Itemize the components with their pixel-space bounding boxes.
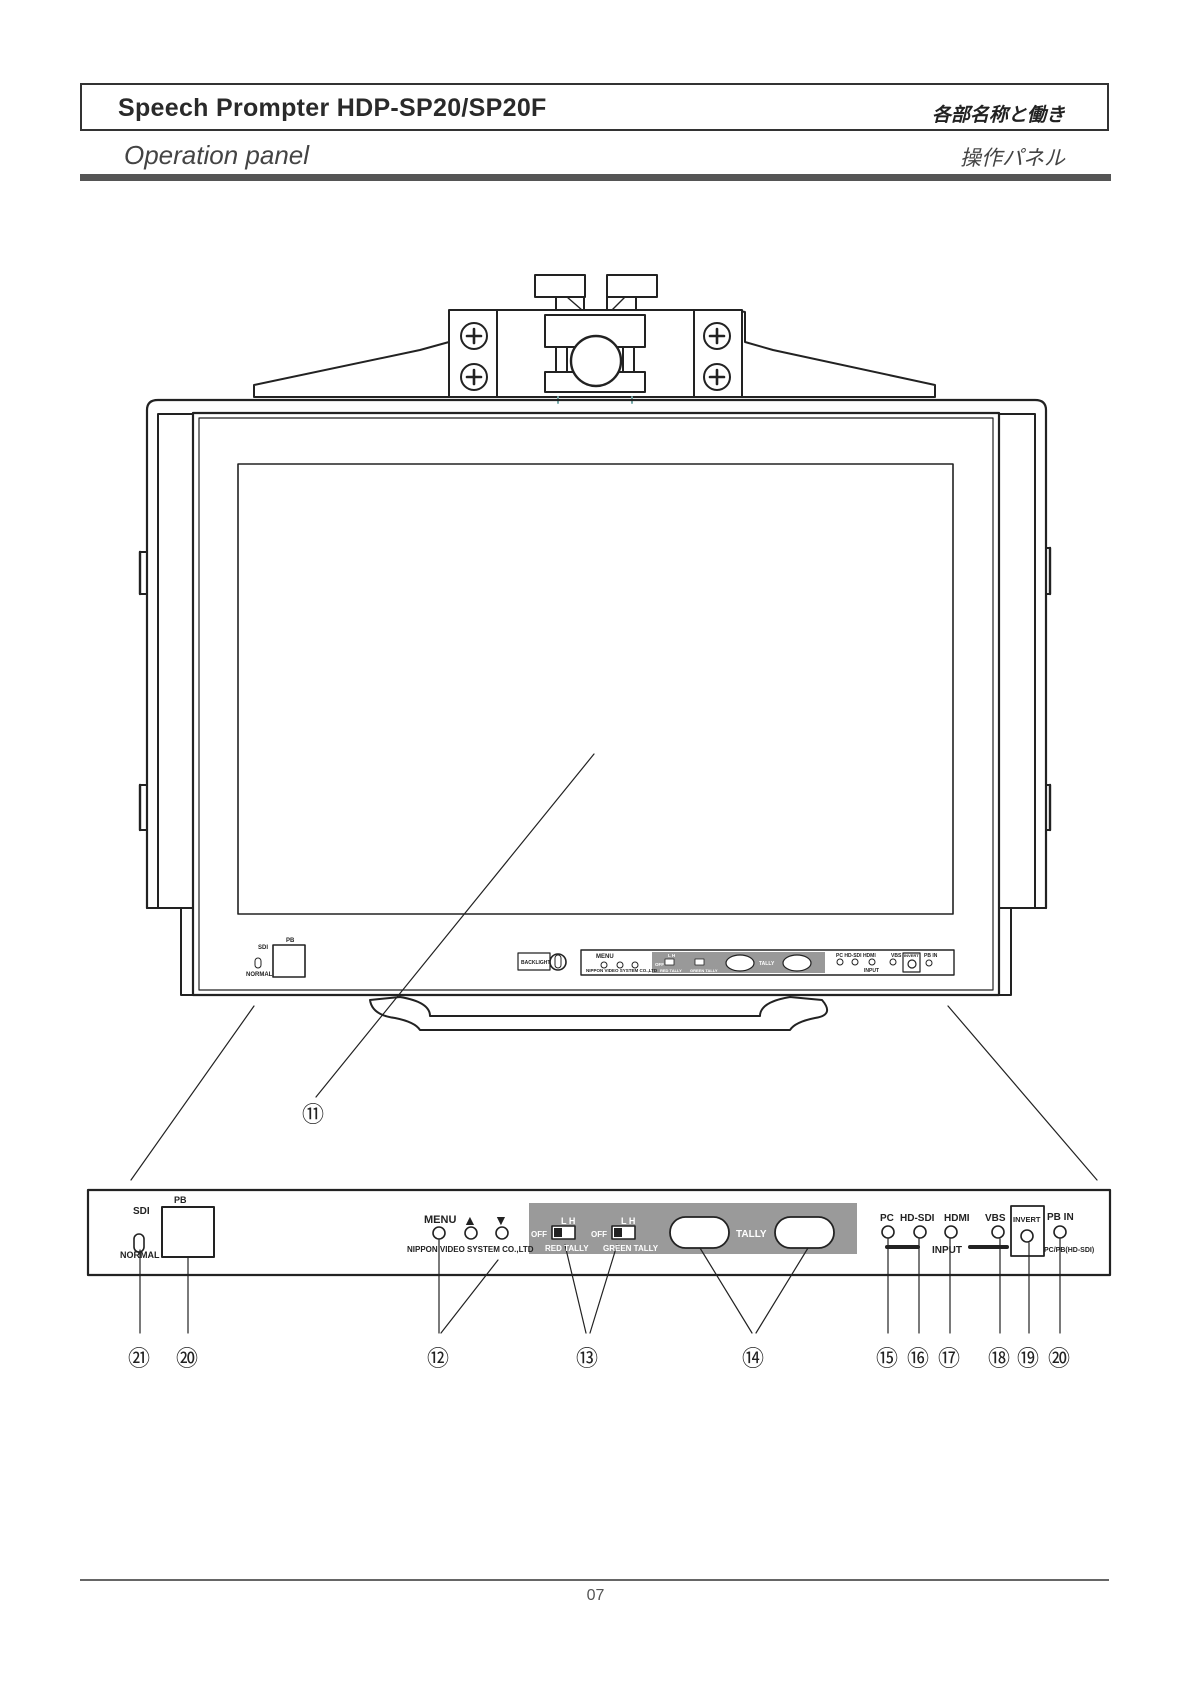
- up-arrow-icon: ▲: [463, 1212, 477, 1228]
- vbs-button: [991, 1225, 1005, 1239]
- monitor-stand: [369, 996, 829, 1031]
- panel-hdsdi-label: HD-SDI: [900, 1213, 935, 1224]
- document-title: Speech Prompter HDP-SP20/SP20F: [118, 94, 547, 122]
- small-green-tally-label: GREEN TALLY: [690, 968, 718, 973]
- panel-input-label: INPUT: [932, 1245, 962, 1256]
- small-red-tally-label: RED TALLY: [660, 968, 682, 973]
- callout-15: ⑮: [876, 1346, 898, 1371]
- footer-rule: [80, 1579, 1109, 1581]
- callout-11: ⑪: [302, 1102, 324, 1127]
- panel-off-red: OFF: [531, 1230, 547, 1239]
- small-lh-label: L H: [668, 953, 675, 958]
- panel-off-green: OFF: [591, 1230, 607, 1239]
- panel-pb-in-sub-label: PC/PB(HD-SDI): [1044, 1247, 1094, 1254]
- tally-lamp-left: [669, 1216, 730, 1249]
- pc-button: [881, 1225, 895, 1239]
- down-arrow-icon: ▼: [494, 1212, 508, 1228]
- small-vbs-label: VBS: [891, 953, 902, 959]
- tally-lamp-right: [774, 1216, 835, 1249]
- down-button: [495, 1226, 509, 1240]
- panel-tally-label: TALLY: [736, 1229, 767, 1240]
- header-rule: [80, 174, 1111, 181]
- hdmi-button: [944, 1225, 958, 1239]
- sdi-normal-switch: [133, 1233, 145, 1253]
- small-normal-label: NORMAL: [246, 972, 273, 978]
- small-maker-label: NIPPON VIDEO SYSTEM CO.,LTD: [586, 968, 658, 973]
- monitor-control-strip: [254, 944, 955, 978]
- header-box: [80, 83, 1109, 131]
- callout-16: ⑯: [907, 1346, 929, 1371]
- panel-green-tally-label: GREEN TALLY: [603, 1244, 659, 1253]
- menu-button: [432, 1226, 446, 1240]
- small-pb-in-label: PB IN: [924, 953, 938, 959]
- page-number: 07: [586, 1587, 605, 1604]
- small-backlight-label: BACKLIGHT: [521, 960, 550, 966]
- panel-normal-label: NORMAL: [120, 1250, 160, 1260]
- callout-leaders: [139, 1238, 1061, 1334]
- callout-20b: ⑳: [1048, 1346, 1070, 1371]
- section-title-jp: 各部名称と働き: [931, 105, 1065, 126]
- callout-18: ⑱: [988, 1346, 1010, 1371]
- small-inputs-label: PC HD-SDI HDMI: [836, 953, 876, 959]
- up-button: [464, 1226, 478, 1240]
- callout-14: ⑭: [742, 1346, 764, 1371]
- invert-box: [1010, 1205, 1045, 1257]
- panel-vbs-label: VBS: [985, 1213, 1006, 1224]
- small-tally-label: TALLY: [759, 961, 775, 967]
- subtitle: Operation panel: [124, 140, 310, 170]
- panel-sdi-label: SDI: [133, 1206, 150, 1217]
- small-invert-label: INVERT: [904, 953, 919, 958]
- monitor-body: [180, 411, 1012, 997]
- panel-lh-red: L H: [561, 1216, 575, 1226]
- small-menu-label: MENU: [596, 954, 614, 960]
- callout-21: ㉑: [128, 1346, 150, 1371]
- panel-hdmi-label: HDMI: [944, 1213, 970, 1224]
- small-off-label: OFF: [655, 962, 664, 967]
- hdsdi-button: [913, 1225, 927, 1239]
- callout-19: ⑲: [1017, 1346, 1039, 1371]
- operation-panel-enlarged: [86, 1188, 1112, 1277]
- callout-13: ⑬: [576, 1346, 598, 1371]
- small-sdi-label: SDI: [258, 945, 268, 951]
- panel-pb-in-label: PB IN: [1047, 1212, 1074, 1223]
- small-input-label: INPUT: [864, 968, 879, 974]
- callout-17: ⑰: [938, 1346, 960, 1371]
- panel-lh-green: L H: [621, 1216, 635, 1226]
- panel-invert-label: INVERT: [1013, 1215, 1041, 1224]
- callout-12: ⑫: [427, 1346, 449, 1371]
- invert-button: [1020, 1229, 1034, 1243]
- panel-red-tally-label: RED TALLY: [545, 1244, 589, 1253]
- monitor-screen: [237, 463, 954, 915]
- panel-pb-label: PB: [174, 1195, 187, 1205]
- panel-pc-label: PC: [880, 1213, 894, 1224]
- leader-lines: [130, 753, 1098, 1181]
- top-mount-bracket: [253, 274, 936, 404]
- panel-menu-label: MENU: [424, 1214, 456, 1226]
- callout-20a: ⑳: [176, 1346, 198, 1371]
- pb-in-button: [1053, 1225, 1067, 1239]
- subtitle-jp: 操作パネル: [960, 147, 1065, 170]
- panel-maker-label: NIPPON VIDEO SYSTEM CO.,LTD: [407, 1245, 534, 1254]
- small-pb-label: PB: [286, 938, 295, 944]
